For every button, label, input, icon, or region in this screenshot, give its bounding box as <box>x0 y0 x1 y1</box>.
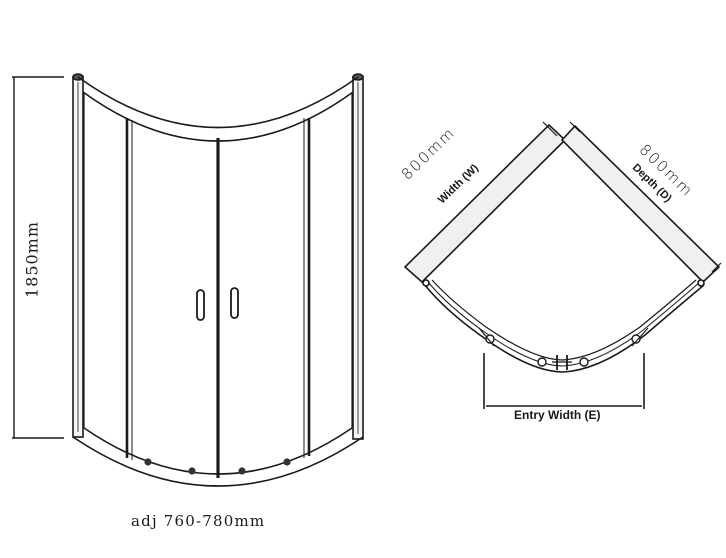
right-door-handle-icon <box>230 287 239 319</box>
entry-width-dimension-line <box>483 353 645 409</box>
top-rail <box>77 76 359 142</box>
right-fixed-panel-edge <box>303 118 311 458</box>
height-dimension-line <box>12 76 64 439</box>
door-rollers <box>144 458 291 475</box>
left-fixed-panel-edge <box>125 118 133 460</box>
curved-door-track <box>423 283 705 373</box>
left-door-handle-icon <box>196 289 205 321</box>
entry-width-caption: Entry Width (E) <box>514 408 601 422</box>
height-dimension-label: 1850mm <box>22 220 42 299</box>
right-post <box>352 73 364 440</box>
plan-rollers <box>485 334 641 367</box>
left-post <box>72 73 84 438</box>
adjustable-width-label: adj 760-780mm <box>131 512 266 530</box>
plan-view-drawing <box>403 121 722 409</box>
